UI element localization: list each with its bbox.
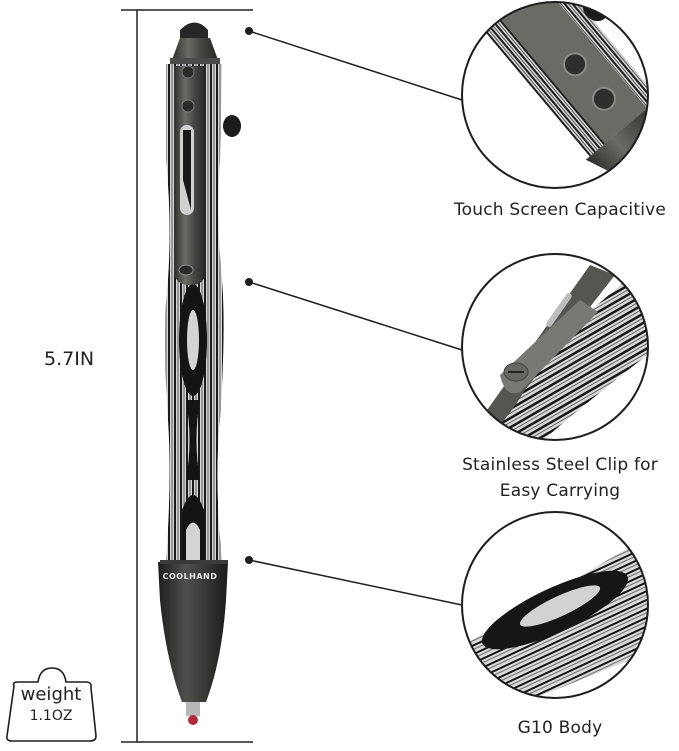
length-label: 5.7IN: [44, 348, 95, 370]
detail-circle-touch-tip: [461, 1, 649, 189]
dimension-indicator: [121, 9, 253, 743]
weight-icon: [6, 667, 97, 742]
detail-circle-clip: [461, 253, 649, 441]
weight-value: 1.1OZ: [29, 708, 73, 724]
callout-label-body: G10 Body: [517, 718, 603, 738]
callout-label-clip: Stainless Steel Clip for Easy Carrying: [430, 452, 679, 504]
callout-label-touch-tip: Touch Screen Capacitive: [453, 200, 667, 220]
weight-title: weight: [20, 684, 82, 705]
brand-logo: COOLHAND: [162, 572, 218, 581]
callout-label-clip-line2: Easy Carrying: [499, 481, 621, 501]
weight-badge: weight 1.1OZ: [6, 668, 96, 742]
callout-label-clip-line1: Stainless Steel Clip for: [462, 455, 658, 475]
pen-illustration: [158, 22, 241, 725]
callout-leaders: [245, 27, 463, 606]
detail-circle-body: [461, 511, 649, 699]
